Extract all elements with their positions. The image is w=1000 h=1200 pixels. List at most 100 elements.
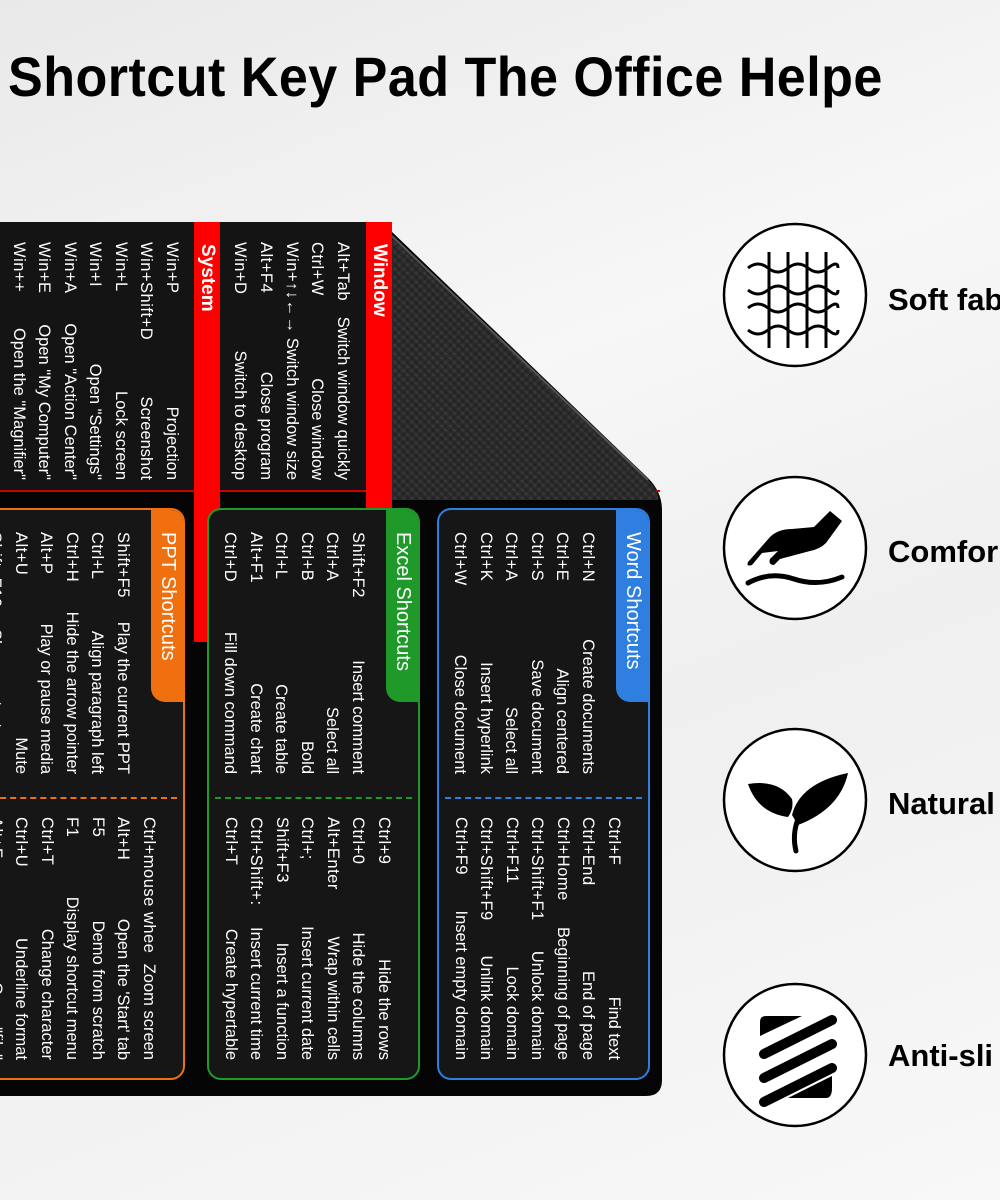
shortcut-key: Alt+Tab: [334, 242, 352, 301]
shortcut-key: Ctrl+mouse whee: [140, 817, 158, 954]
shortcut-row: Win+L Lock screen: [109, 242, 133, 480]
shortcut-description: Switch to desktop: [231, 350, 250, 480]
shortcut-key: Win+Shift+D: [137, 242, 156, 341]
shortcut-row: Win++ Open the "Magnifier": [7, 242, 31, 480]
shortcut-key: Shift+F5: [114, 532, 132, 598]
shortcut-description: Unlink domain: [477, 955, 496, 1060]
shortcut-description: Create chart: [247, 683, 265, 774]
shortcut-key: Win+↑↓←→: [282, 242, 301, 334]
excel-panel-title: Excel Shortcuts: [386, 508, 420, 702]
shortcut-key: F5: [89, 817, 107, 838]
shortcut-key: Win+P: [163, 242, 181, 294]
shortcut-key: Ctrl+U: [12, 817, 31, 868]
shortcut-description: Create hypertable: [222, 928, 240, 1060]
shortcut-key: Ctrl+L: [88, 532, 107, 580]
shortcut-key: F1: [63, 817, 82, 838]
shortcut-row: Ctrl+D Fill down command: [219, 532, 243, 774]
hand-icon: [722, 475, 868, 621]
shortcut-key: Ctrl+H: [63, 532, 81, 583]
shortcut-description: Hide the rows: [375, 959, 393, 1060]
shortcut-key: Win+A: [61, 242, 79, 294]
shortcut-description: Insert current time: [247, 927, 266, 1060]
shortcut-key: Alt+P: [37, 532, 56, 575]
shortcut-key: Ctrl+9: [375, 817, 393, 865]
shortcut-description: Open "Settings": [86, 363, 105, 480]
window-title: Window: [369, 244, 390, 317]
shortcut-description: Fill down command: [221, 631, 240, 774]
shortcut-row: Win+↑↓←→ Switch window size: [280, 242, 304, 480]
shortcut-key: Ctrl+D: [221, 532, 240, 583]
shortcut-description: Insert a function: [273, 942, 291, 1060]
shortcut-description: Align centered: [553, 668, 572, 775]
shortcut-description: Open the "Magnifier": [10, 327, 28, 480]
feature-label: Natural: [888, 786, 995, 821]
shortcut-description: Unlock domain: [528, 950, 547, 1060]
shortcut-key: Shift+F10: [0, 532, 5, 608]
shortcut-description: Insert comment: [349, 660, 367, 774]
shortcut-key: Win+E: [35, 242, 54, 294]
shortcut-description: Display shortcut menu: [63, 896, 82, 1060]
shortcut-description: Bold: [298, 740, 316, 774]
shortcut-key: Ctrl+W: [451, 532, 470, 586]
shortcut-description: Open "My Computer": [35, 324, 54, 480]
shortcut-description: Play the current PPT: [114, 621, 132, 774]
shortcut-description: Screenshot: [137, 396, 156, 480]
shortcut-description: Beginning of page: [554, 926, 572, 1060]
shortcut-key: Win+I: [86, 242, 105, 288]
shortcut-key: Ctrl+A: [323, 532, 342, 582]
sprout-icon: [722, 727, 868, 873]
shortcut-description: Lock screen: [112, 391, 130, 480]
shortcut-key: Ctrl+Shift+F9: [477, 817, 496, 921]
shortcut-description: Mute: [12, 737, 30, 774]
shortcut-description: Close document: [451, 654, 470, 774]
shortcut-key: Shift+F2: [349, 532, 367, 598]
shortcut-description: Insert current date: [298, 926, 317, 1060]
shortcut-description: Wrap within cells: [324, 936, 342, 1060]
shortcut-key: Ctrl+E: [553, 532, 572, 582]
shortcut-key: Alt+F1: [247, 532, 265, 584]
shortcut-key: Win+L: [112, 242, 130, 292]
shortcut-key: Ctrl+A: [502, 532, 521, 582]
shortcut-key: Alt+F4: [256, 242, 275, 294]
shortcut-description: Switch window size: [282, 337, 301, 480]
shortcut-key: Ctrl+F: [605, 817, 623, 866]
feature-label: Comfor: [888, 534, 999, 569]
shortcut-key: Ctrl+;: [298, 817, 317, 860]
shortcut-description: Save document: [528, 659, 546, 774]
shortcut-key: Ctrl+K: [477, 532, 495, 582]
shortcut-description: Show context menu: [0, 629, 5, 774]
shortcut-description: Open "Action Center": [61, 323, 79, 480]
divider: [445, 797, 642, 799]
shortcut-description: Zoom screen: [140, 963, 158, 1060]
shortcut-key: Win++: [10, 242, 28, 293]
